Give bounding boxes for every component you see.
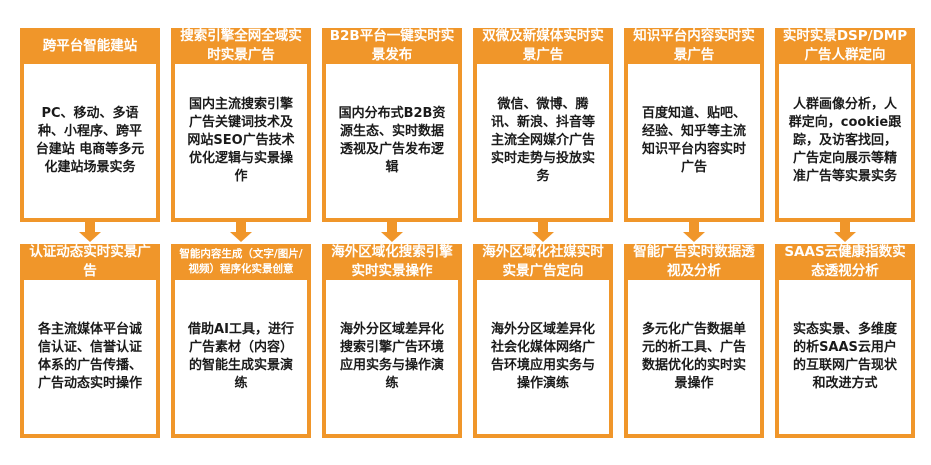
card-title: 认证动态实时实景广告 bbox=[20, 244, 160, 280]
card-title: 海外区域化社媒实时实景广告定向 bbox=[473, 244, 613, 280]
card-smart-site-building: 跨平台智能建站 PC、移动、多语种、小程序、跨平台建站 电商等多元化建站场景实务 bbox=[20, 28, 160, 222]
card-new-media-ads: 双微及新媒体实时实景广告 微信、微博、腾讯、新浪、抖音等主流全网媒介广告实时走势… bbox=[473, 28, 613, 222]
card-b2b-publish: B2B平台一键实时实景发布 国内分布式B2B资源生态、实时数据透视及广告发布逻辑 bbox=[322, 28, 462, 222]
card-body: 海外分区域差异化社会化媒体网络广告环境应用实务与操作演练 bbox=[473, 280, 613, 438]
card-body: 实态实景、多维度的析SAAS云用户的互联网广告现状和改进方式 bbox=[775, 280, 915, 438]
card-title: 智能内容生成（文字/图片/视频）程序化实景创意 bbox=[171, 244, 311, 280]
card-title: 跨平台智能建站 bbox=[20, 28, 160, 64]
card-ai-content-generation: 智能内容生成（文字/图片/视频）程序化实景创意 借助AI工具，进行广告素材（内容… bbox=[171, 244, 311, 438]
service-grid: 跨平台智能建站 PC、移动、多语种、小程序、跨平台建站 电商等多元化建站场景实务… bbox=[20, 28, 915, 453]
card-title: 智能广告实时数据透视及分析 bbox=[624, 244, 764, 280]
card-overseas-search: 海外区域化搜索引擎实时实景操作 海外分区域差异化搜索引擎广告环境应用实务与操作演… bbox=[322, 244, 462, 438]
card-dsp-dmp-targeting: 实时实景DSP/DMP广告人群定向 人群画像分析，人群定向，cookie跟踪，及… bbox=[775, 28, 915, 222]
card-title: 双微及新媒体实时实景广告 bbox=[473, 28, 613, 64]
card-body: 国内主流搜索引擎广告关键词技术及网站SEO广告技术优化逻辑与实景操作 bbox=[171, 64, 311, 222]
card-certification-ads: 认证动态实时实景广告 各主流媒体平台诚信认证、信誉认证体系的广告传播、广告动态实… bbox=[20, 244, 160, 438]
card-search-engine-ads: 搜索引擎全网全域实时实景广告 国内主流搜索引擎广告关键词技术及网站SEO广告技术… bbox=[171, 28, 311, 222]
card-body: 多元化广告数据单元的析工具、广告数据优化的实时实景操作 bbox=[624, 280, 764, 438]
card-title: B2B平台一键实时实景发布 bbox=[322, 28, 462, 64]
card-overseas-social: 海外区域化社媒实时实景广告定向 海外分区域差异化社会化媒体网络广告环境应用实务与… bbox=[473, 244, 613, 438]
card-body: 百度知道、贴吧、经验、知乎等主流知识平台内容实时广告 bbox=[624, 64, 764, 222]
card-body: 国内分布式B2B资源生态、实时数据透视及广告发布逻辑 bbox=[322, 64, 462, 222]
card-body: 海外分区域差异化搜索引擎广告环境应用实务与操作演练 bbox=[322, 280, 462, 438]
card-knowledge-platform-ads: 知识平台内容实时实景广告 百度知道、贴吧、经验、知乎等主流知识平台内容实时广告 bbox=[624, 28, 764, 222]
card-title: 实时实景DSP/DMP广告人群定向 bbox=[775, 28, 915, 64]
card-body: PC、移动、多语种、小程序、跨平台建站 电商等多元化建站场景实务 bbox=[20, 64, 160, 222]
card-title: SAAS云健康指数实态透视分析 bbox=[775, 244, 915, 280]
card-body: 人群画像分析，人群定向，cookie跟踪，及访客找回，广告定向展示等精准广告等实… bbox=[775, 64, 915, 222]
card-ad-data-analysis: 智能广告实时数据透视及分析 多元化广告数据单元的析工具、广告数据优化的实时实景操… bbox=[624, 244, 764, 438]
card-body: 各主流媒体平台诚信认证、信誉认证体系的广告传播、广告动态实时操作 bbox=[20, 280, 160, 438]
card-saas-health-index: SAAS云健康指数实态透视分析 实态实景、多维度的析SAAS云用户的互联网广告现… bbox=[775, 244, 915, 438]
card-title: 知识平台内容实时实景广告 bbox=[624, 28, 764, 64]
card-body: 借助AI工具，进行广告素材（内容）的智能生成实景演练 bbox=[171, 280, 311, 438]
card-body: 微信、微博、腾讯、新浪、抖音等主流全网媒介广告实时走势与投放实务 bbox=[473, 64, 613, 222]
card-title: 海外区域化搜索引擎实时实景操作 bbox=[322, 244, 462, 280]
card-title: 搜索引擎全网全域实时实景广告 bbox=[171, 28, 311, 64]
